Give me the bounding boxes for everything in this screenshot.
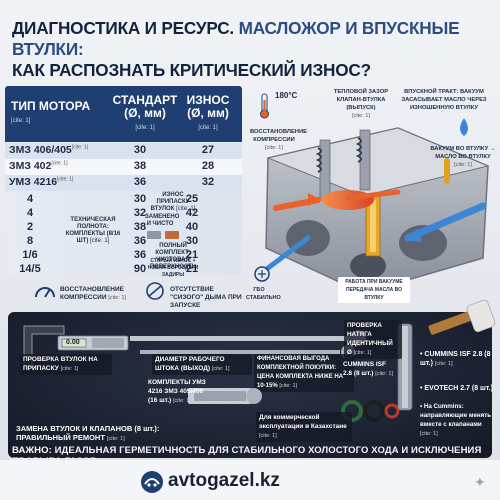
table-row: ЗМЗ 406/405[cite: 1] 30 27 bbox=[5, 143, 242, 159]
tech-label: ТЕХНИЧЕСКАЯ ПОЛНОТА: КОМПЛЕКТЫ (8/16 ШТ)… bbox=[65, 217, 121, 244]
table-row: ЗМЗ 402[cite: 1] 38 28 bbox=[5, 159, 242, 175]
row-wear: 27 bbox=[201, 144, 215, 156]
evotech-note: • EVOTECH 2.7 (8 шт.) bbox=[420, 385, 493, 392]
title-part-1: ДИАГНОСТИКА И РЕСУРС. bbox=[12, 18, 239, 38]
thermal-gap-label: ТЕПЛОВОЙ ЗАЗОР КЛАПАН-ВТУЛКА (ВЫПУСК)[ci… bbox=[333, 89, 389, 119]
sparkle-icon: ✦ bbox=[474, 474, 486, 490]
cummins-note: • На Cummins: направляющие менять вместе… bbox=[420, 403, 492, 437]
replace-note: ЗАМЕНА ВТУЛОК И КЛАПАНОВ (8 шт.): ПРАВИЛ… bbox=[16, 424, 160, 442]
intake-label: ВПУСКНОЙ ТРАКТ: ВАКУУМ ЗАСАСЫВАЕТ МАСЛО … bbox=[401, 89, 487, 111]
row-standard: 38 bbox=[133, 160, 147, 172]
row-engine: ЗМЗ 406/405[cite: 1] bbox=[9, 144, 88, 156]
restore-label: ВОССТАНОВЛЕНИЕ КОМПРЕССИИ[cite: 1] bbox=[250, 129, 308, 151]
table-row: УМЗ 4216[cite: 1] 36 32 bbox=[5, 175, 242, 191]
seals-illustration bbox=[341, 400, 400, 422]
spec-table: ТИП МОТОРА [cite: 1] СТАНДАРТ (Ø, мм) [c… bbox=[5, 86, 242, 278]
brand-name[interactable]: avtogazel.kz bbox=[168, 470, 280, 491]
cummins-a-note: CUMMINS ISF 2.8 (8 шт.) [cite: 1] bbox=[343, 361, 393, 377]
no-smoke-icon bbox=[146, 282, 164, 300]
full-kit-label: ПОЛНЫЙ КОМПЛЕКТ: ЧИСТОВАЯ ПОВЕРХНОСТЬ bbox=[149, 243, 197, 270]
lower-section-bg bbox=[5, 191, 242, 275]
engine-head-illustration bbox=[254, 93, 490, 294]
hammer-illustration bbox=[428, 299, 496, 335]
commercial-note: Для коммерческой эксплуатации в Казахста… bbox=[256, 412, 352, 442]
gbo-label: ГБО СТАБИЛЬНО bbox=[246, 287, 281, 301]
stem-diameter-note: ДИАМЕТР РАБОЧЕГО ШТОКА (ВЫХОД) [cite: 1] bbox=[152, 354, 252, 375]
compression-label: ВОССТАНОВЛЕНИЕ КОМПРЕССИИ [cite: 1] bbox=[60, 286, 127, 301]
kits-note: КОМПЛЕКТЫ УМЗ 4216 ЗМЗ 405/406 (16 шт.) … bbox=[148, 379, 206, 404]
brand-logo-icon bbox=[141, 471, 163, 493]
no-smoke-label: ОТСУТСТВИЕ "СИЗОГО" ДЫМА ПРИ ЗАПУСКЕ bbox=[170, 286, 242, 309]
row-wear: 28 bbox=[201, 160, 215, 172]
title-part-2: МАСЛОЖОР И ВПУСКНЫЕ ВТУЛКИ: bbox=[12, 18, 460, 59]
row-standard: 36 bbox=[133, 176, 147, 188]
finance-note: ФИНАНСОВАЯ ВЫГОДА КОМПЛЕКТНОЙ ПОКУПКИ: Ц… bbox=[254, 354, 354, 392]
wear-fit-label: ИЗНОС ПРИПАСКУ ВТУЛОК [cite: 1] bbox=[150, 192, 196, 212]
table-header: ТИП МОТОРА [cite: 1] СТАНДАРТ (Ø, мм) [c… bbox=[5, 86, 242, 142]
header-wear: ИЗНОС (Ø, мм) [cite: 1] bbox=[186, 93, 230, 132]
row-wear: 32 bbox=[201, 176, 215, 188]
page-title: ДИАГНОСТИКА И РЕСУРС. МАСЛОЖОР И ВПУСКНЫ… bbox=[12, 18, 492, 81]
row-standard: 30 bbox=[133, 144, 147, 156]
check-fit-note: ПРОВЕРКА ВТУЛОК НА ПРИПАСКУ [cite: 1] bbox=[20, 354, 112, 375]
header-engine: ТИП МОТОРА [cite: 1] bbox=[11, 99, 91, 125]
guide-bushing-illustration bbox=[188, 388, 262, 404]
temp-label: 180°C bbox=[275, 91, 298, 100]
header-standard: СТАНДАРТ (Ø, мм) [cite: 1] bbox=[112, 93, 178, 132]
footer bbox=[0, 460, 500, 500]
row-engine: ЗМЗ 402[cite: 1] bbox=[9, 160, 68, 172]
vacuum-work-label: РАБОТА ПРИ ВАКУУМЕ ПЕРЕДАЧА МАСЛА ВО ВТУ… bbox=[338, 277, 410, 303]
cummins-b-note: • CUMMINS ISF 2.8 (8 шт.) [cite: 1] bbox=[420, 351, 491, 367]
vacuum-label: ВАКУУМ ВО ВТУЛКУ → МАСЛО ВО ВТУЛКУ[cite:… bbox=[430, 146, 496, 168]
row-engine: УМЗ 4216[cite: 1] bbox=[9, 176, 74, 188]
title-part-3: КАК РАСПОЗНАТЬ КРИТИЧЕСКИЙ ИЗНОС? bbox=[12, 60, 371, 80]
micrometer-readout: 0.00 bbox=[66, 339, 80, 346]
old-worn-label: СТАРЫЙ ИЗНОС + НОВАЯ БОРОЗДЫ И ЗАДИРЫ bbox=[147, 258, 199, 278]
replace-label: ЗАМЕНЕНО И ЧИСТО bbox=[145, 214, 180, 227]
valve-icons bbox=[147, 231, 179, 239]
gauge-icon bbox=[35, 287, 55, 298]
